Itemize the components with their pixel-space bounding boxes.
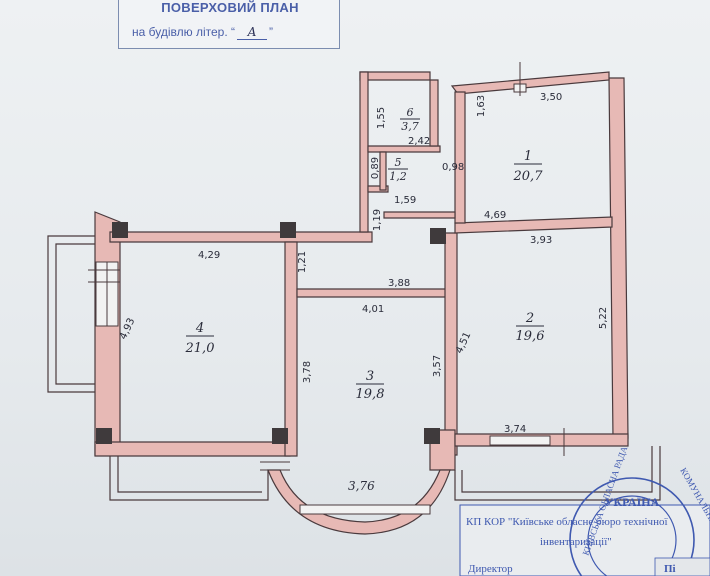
stamp-area: КП КОР "Київське обласне бюро технічної … [459,444,710,576]
wall-right [608,77,629,439]
wall-left-small-rooms [359,71,369,233]
balcony-bottom-inner [117,456,262,493]
window-bay [299,504,431,515]
quote-open: “ [231,25,236,39]
dim-388: 3,88 [388,278,410,289]
dim-119: 1,19 [372,209,383,231]
dim-155: 1,55 [376,107,387,129]
wall-corridor-top [383,211,456,219]
column-5 [424,428,440,444]
column-6 [430,228,446,244]
walls [94,71,629,535]
stamp-line-2: інвентаризації" [540,536,612,548]
wall-right-room6 [429,79,439,147]
dim-378: 3,78 [302,361,313,383]
column-3 [96,428,112,444]
wall-top-room4 [109,231,373,243]
quote-close: ” [269,25,274,39]
dim-159: 1,59 [394,195,416,206]
seal-outer [569,477,695,576]
header-frame [118,0,340,49]
dim-098: 0,98 [442,162,464,173]
room-1-area: 20,7 [513,169,544,184]
column-4 [272,428,288,444]
balcony-right [454,446,661,501]
wall-left [94,211,121,456]
dim-357: 3,57 [432,355,443,377]
wall-room1-room2 [454,216,613,234]
balcony-left-inner [55,243,95,385]
room-2-area: 19,6 [516,329,545,344]
column-2 [280,222,296,238]
balcony-right-outer [454,446,661,501]
balcony-left-outer [47,235,95,393]
wall-left-room1 [454,91,466,224]
dim-429: 4,29 [198,250,220,261]
tick-marks [88,62,565,471]
room-2-number: 2 [525,311,534,326]
room-1-number: 1 [524,149,532,164]
balcony-left [47,235,95,393]
room-5-area: 1,2 [389,170,407,183]
building-letter: А [237,25,268,40]
wall-top-room6 [359,71,431,81]
plan-title: ПОВЕРХОВИЙ ПЛАН [161,0,299,15]
seal-inner [587,495,677,576]
room-6-area: 3,7 [401,120,419,133]
column-1 [112,222,128,238]
dim-376: 3,76 [348,479,375,493]
wall-room4-room3 [284,241,298,457]
room-6-number: 6 [407,106,414,119]
dim-374: 3,74 [504,424,526,435]
wall-room6-room5 [367,145,441,153]
room-3-area: 19,8 [356,387,385,402]
room-5-number: 5 [395,156,402,169]
corner-tab [654,557,710,576]
seal-center-text: УКРАЇНА [605,495,660,509]
dim-393: 3,93 [530,235,552,246]
subtitle-prefix: на будівлю літер. [132,25,228,39]
wall-bay-curve [267,469,451,535]
room-3-number: 3 [366,369,374,384]
wall-right-room5 [379,151,387,191]
room-labels: 1 20,7 2 19,6 3 19,8 4 21,0 5 1,2 6 3,7 [185,106,545,402]
dim-121: 1,21 [297,251,308,273]
dim-401: 4,01 [362,304,384,315]
corner-text: Пі [664,563,676,575]
dimension-labels: 1,55 2,42 1,63 3,50 0,89 0,98 1,59 1,19 … [118,92,609,493]
window-room2 [489,435,551,446]
wall-bottom-room4 [94,441,291,457]
dim-493: 4,93 [118,317,137,342]
stamp-line-3: Директор [468,563,513,575]
wall-top-room1 [450,71,610,95]
room-4-number: 4 [195,321,204,336]
dim-469: 4,69 [484,210,506,221]
plan-subtitle: на будівлю літер. “А” [132,25,273,40]
dim-350: 3,50 [540,92,562,103]
dim-163: 1,63 [476,95,487,117]
stamp-line-1: КП КОР "Київське обласне бюро технічної [466,516,668,528]
balcony-bottom [109,456,269,501]
balcony-bottom-outer [109,456,269,501]
room-4-area: 21,0 [185,341,215,356]
wall-room3-room2 [444,232,458,456]
dim-522: 5,22 [598,307,609,329]
windows [95,83,551,515]
dim-242: 2,42 [408,136,430,147]
dim-089: 0,89 [370,157,381,179]
balcony-right-inner [461,446,653,493]
wall-top-room3 [296,288,453,298]
columns [96,222,446,444]
